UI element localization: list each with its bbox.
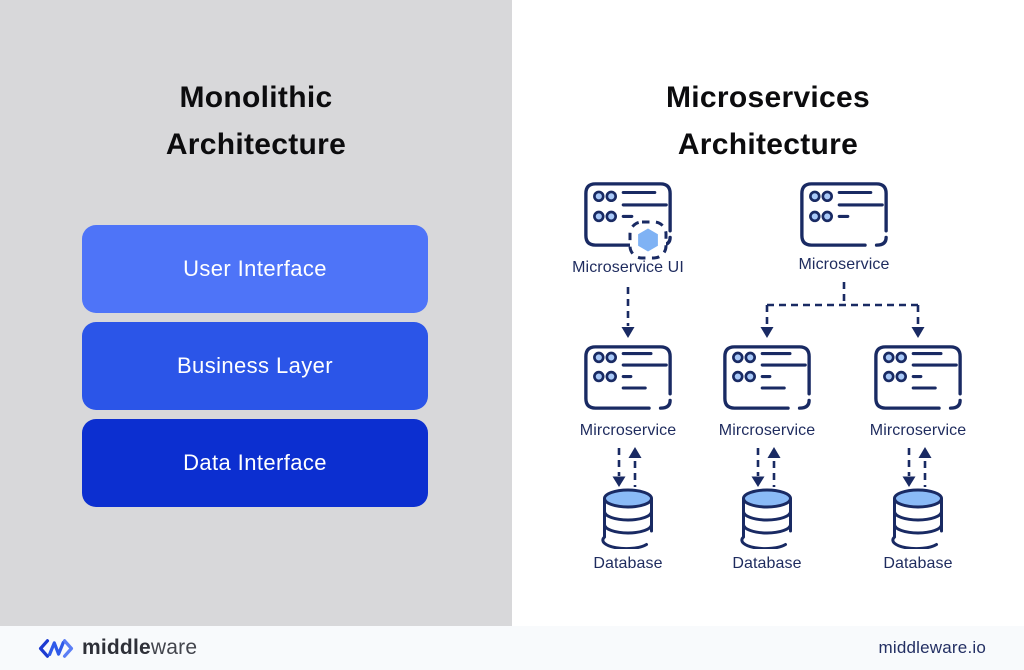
middleware-logo-icon [38, 638, 74, 658]
layer-data-interface: Data Interface [82, 419, 428, 507]
database-icon [739, 487, 795, 549]
brand-wordmark-regular: ware [150, 636, 198, 659]
mircroservice-label-1: Mircroservice [579, 422, 677, 439]
layer-data-interface-label: Data Interface [183, 450, 327, 475]
microservice-card-icon [582, 344, 674, 411]
hexagon-scan-badge-icon [626, 218, 670, 262]
monolithic-panel: Monolithic Architecture User Interface B… [0, 0, 512, 626]
microservice-label: Microservice [798, 256, 890, 273]
brand-wordmark: middleware [82, 636, 197, 660]
database-label-1: Database [593, 555, 663, 572]
layer-business-layer-label: Business Layer [176, 353, 333, 378]
database-icon [600, 487, 656, 549]
brand-wordmark-bold: middle [82, 636, 151, 659]
database-label-3: Database [883, 555, 953, 572]
middleware-brand: middleware [38, 636, 197, 660]
mircroservice-label-2: Mircroservice [718, 422, 816, 439]
microservice-card-icon [721, 344, 813, 411]
microservices-title: Microservices Architecture [512, 74, 1024, 168]
monolithic-title-line1: Monolithic [179, 81, 333, 114]
microservice-card-icon [872, 344, 964, 411]
monolithic-title: Monolithic Architecture [0, 74, 512, 168]
layer-user-interface-label: User Interface [183, 256, 327, 281]
layer-business-layer: Business Layer [82, 322, 428, 410]
website-url: middleware.io [878, 638, 986, 657]
microservices-title-line2: Architecture [677, 128, 859, 161]
mircroservice-label-3: Mircroservice [869, 422, 967, 439]
microservice-card-icon [798, 181, 890, 248]
microservices-panel: Microservices Architecture [512, 0, 1024, 626]
monolithic-title-line2: Architecture [165, 128, 347, 161]
layer-user-interface: User Interface [82, 225, 428, 313]
footer-bar: middleware middleware.io [0, 626, 1024, 670]
microservice-ui-label: Microservice UI [572, 259, 684, 276]
microservices-title-line1: Microservices [665, 81, 871, 114]
database-icon [890, 487, 946, 549]
database-label-2: Database [732, 555, 802, 572]
